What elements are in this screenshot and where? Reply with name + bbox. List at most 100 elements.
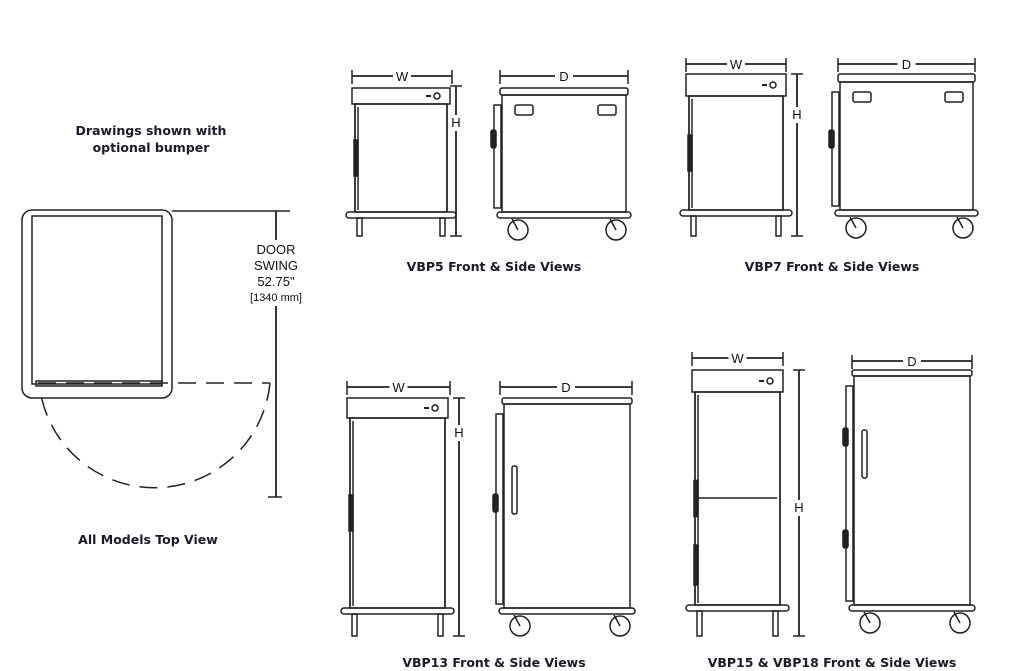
door-swing-label-1: DOOR [257,242,296,257]
vbp15-side-caster [863,611,871,624]
vbp15-front-bumper [685,604,790,612]
vbp5-front-leg [439,217,446,237]
vbp13-depth-dim-gap [557,379,575,393]
vbp15-front-hinge-handle [693,479,699,518]
vbp15-front-control-panel [691,369,784,393]
swing-label-gap [244,240,308,306]
vbp13-height-dim-gap [452,425,466,441]
bumper-note-line-1: Drawings shown with [76,123,227,138]
vbp13-side-caster [513,614,521,627]
vbp5-height-dim-gap [449,115,463,131]
vbp13-side-wheel-icon [609,615,631,637]
vbp15-side-wheel-icon [949,612,971,634]
vbp5-side-handle [514,104,534,116]
vbp15-side-bumper [848,604,976,612]
vbp7-side-wheel-icon [952,217,974,239]
vbp15-depth-dim-gap [903,353,921,367]
vbp15-side-door-profile [845,385,854,602]
vbp5-side-door-profile [493,104,502,209]
vbp7-width-dim-gap [727,56,745,70]
vbp7-side-handle [852,91,872,103]
vbp7-side-door-profile [831,91,840,207]
door-swing-value: 52.75" [257,274,295,289]
vbp15-side-door-handle [861,429,868,479]
vbp15-front-leg [772,610,779,637]
vbp13-side-latch [492,493,499,513]
vbp5-side-latch [490,129,497,149]
vbp13-front-control-panel [346,397,449,419]
vbp7-front-leg [775,215,782,237]
vbp13-side-body [503,403,631,609]
vbp5-width-dim-label: W [396,69,409,84]
vbp13-front-door [349,417,446,609]
vbp5-side-body [501,94,627,213]
vbp5-front-control-panel [351,87,451,105]
vbp7-side-bumper [834,209,979,217]
vbp15-front-leg [696,610,703,637]
vbp13-depth-dim-label: D [561,380,570,395]
cabinet-outline-top-view [21,209,173,399]
cabinet-body-top-view [31,215,163,385]
vbp7-side-handle [944,91,964,103]
vbp13-width-dim-label: W [392,380,405,395]
top-view-caption: All Models Top View [78,532,218,547]
vbp15-width-dim-label: W [731,351,744,366]
vbp7-depth-dim-label: D [902,57,911,72]
vbp15-front-thermostat-knob-icon [766,377,774,385]
vbp13-front-hinge-handle [348,494,354,532]
vbp15-height-dim-label: H [794,500,803,515]
vbp13-side-door-handle [511,465,518,515]
vbp5-side-bumper [496,211,632,219]
vbp15-side-caster [953,611,961,624]
vbp5-front-thermostat-knob-icon [433,92,441,100]
vbp5-width-dim-gap [393,68,411,82]
vbp13-front-thermostat-knob-icon [431,404,439,412]
vbp15-side-latch [842,529,849,549]
vbp5-depth-dim-gap [555,68,573,82]
vbp15-vbp18-caption: VBP15 & VBP18 Front & Side Views [708,655,957,670]
vbp5-side-caster [609,218,617,231]
vbp7-side-latch [828,129,835,149]
door-swing-label-2: SWING [254,258,298,273]
vbp15-height-dim-gap [792,500,806,516]
vbp5-front-bumper [345,211,457,219]
vbp5-depth-dim-label: D [559,69,568,84]
vbp7-side-caster [956,216,964,229]
vbp7-side-wheel-icon [845,217,867,239]
vbp15-side-latch [842,427,849,447]
vbp5-side-caster [511,218,519,231]
vbp13-height-dim-label: H [454,425,463,440]
vbp5-front-leg [356,217,363,237]
door-swing-arc [39,382,271,489]
vbp13-front-leg [437,613,444,637]
vbp5-front-door [354,103,448,213]
vbp15-depth-dim-label: D [907,354,916,369]
vbp13-side-wheel-icon [509,615,531,637]
vbp13-front-bumper [340,607,455,615]
vbp5-caption: VBP5 Front & Side Views [407,259,582,274]
vbp7-side-body [839,81,974,211]
vbp5-side-top-cap [499,87,629,96]
vbp13-side-caster [613,614,621,627]
vbp13-front-leg [351,613,358,637]
vbp15-side-wheel-icon [859,612,881,634]
vbp5-side-wheel-icon [605,219,627,241]
vbp7-front-thermostat-knob-icon [769,81,777,89]
vbp7-width-dim-label: W [730,57,743,72]
vbp7-side-top-cap [837,73,976,83]
vbp15-side-top-cap [851,369,973,377]
vbp5-side-wheel-icon [507,219,529,241]
vbp7-side-caster [849,216,857,229]
vbp7-caption: VBP7 Front & Side Views [745,259,920,274]
vbp7-depth-dim-gap [897,56,916,70]
vbp13-width-dim-gap [389,379,408,393]
vbp5-height-dim-label: H [451,115,460,130]
vbp7-front-hinge-handle [687,134,693,172]
vbp7-height-dim-gap [790,107,804,123]
vbp5-side-handle [597,104,617,116]
vbp15-width-dim-gap [728,350,747,364]
vbp15-front-lower-hinge [693,544,699,586]
vbp7-front-control-panel [685,73,787,97]
vbp15-side-body [853,375,971,606]
